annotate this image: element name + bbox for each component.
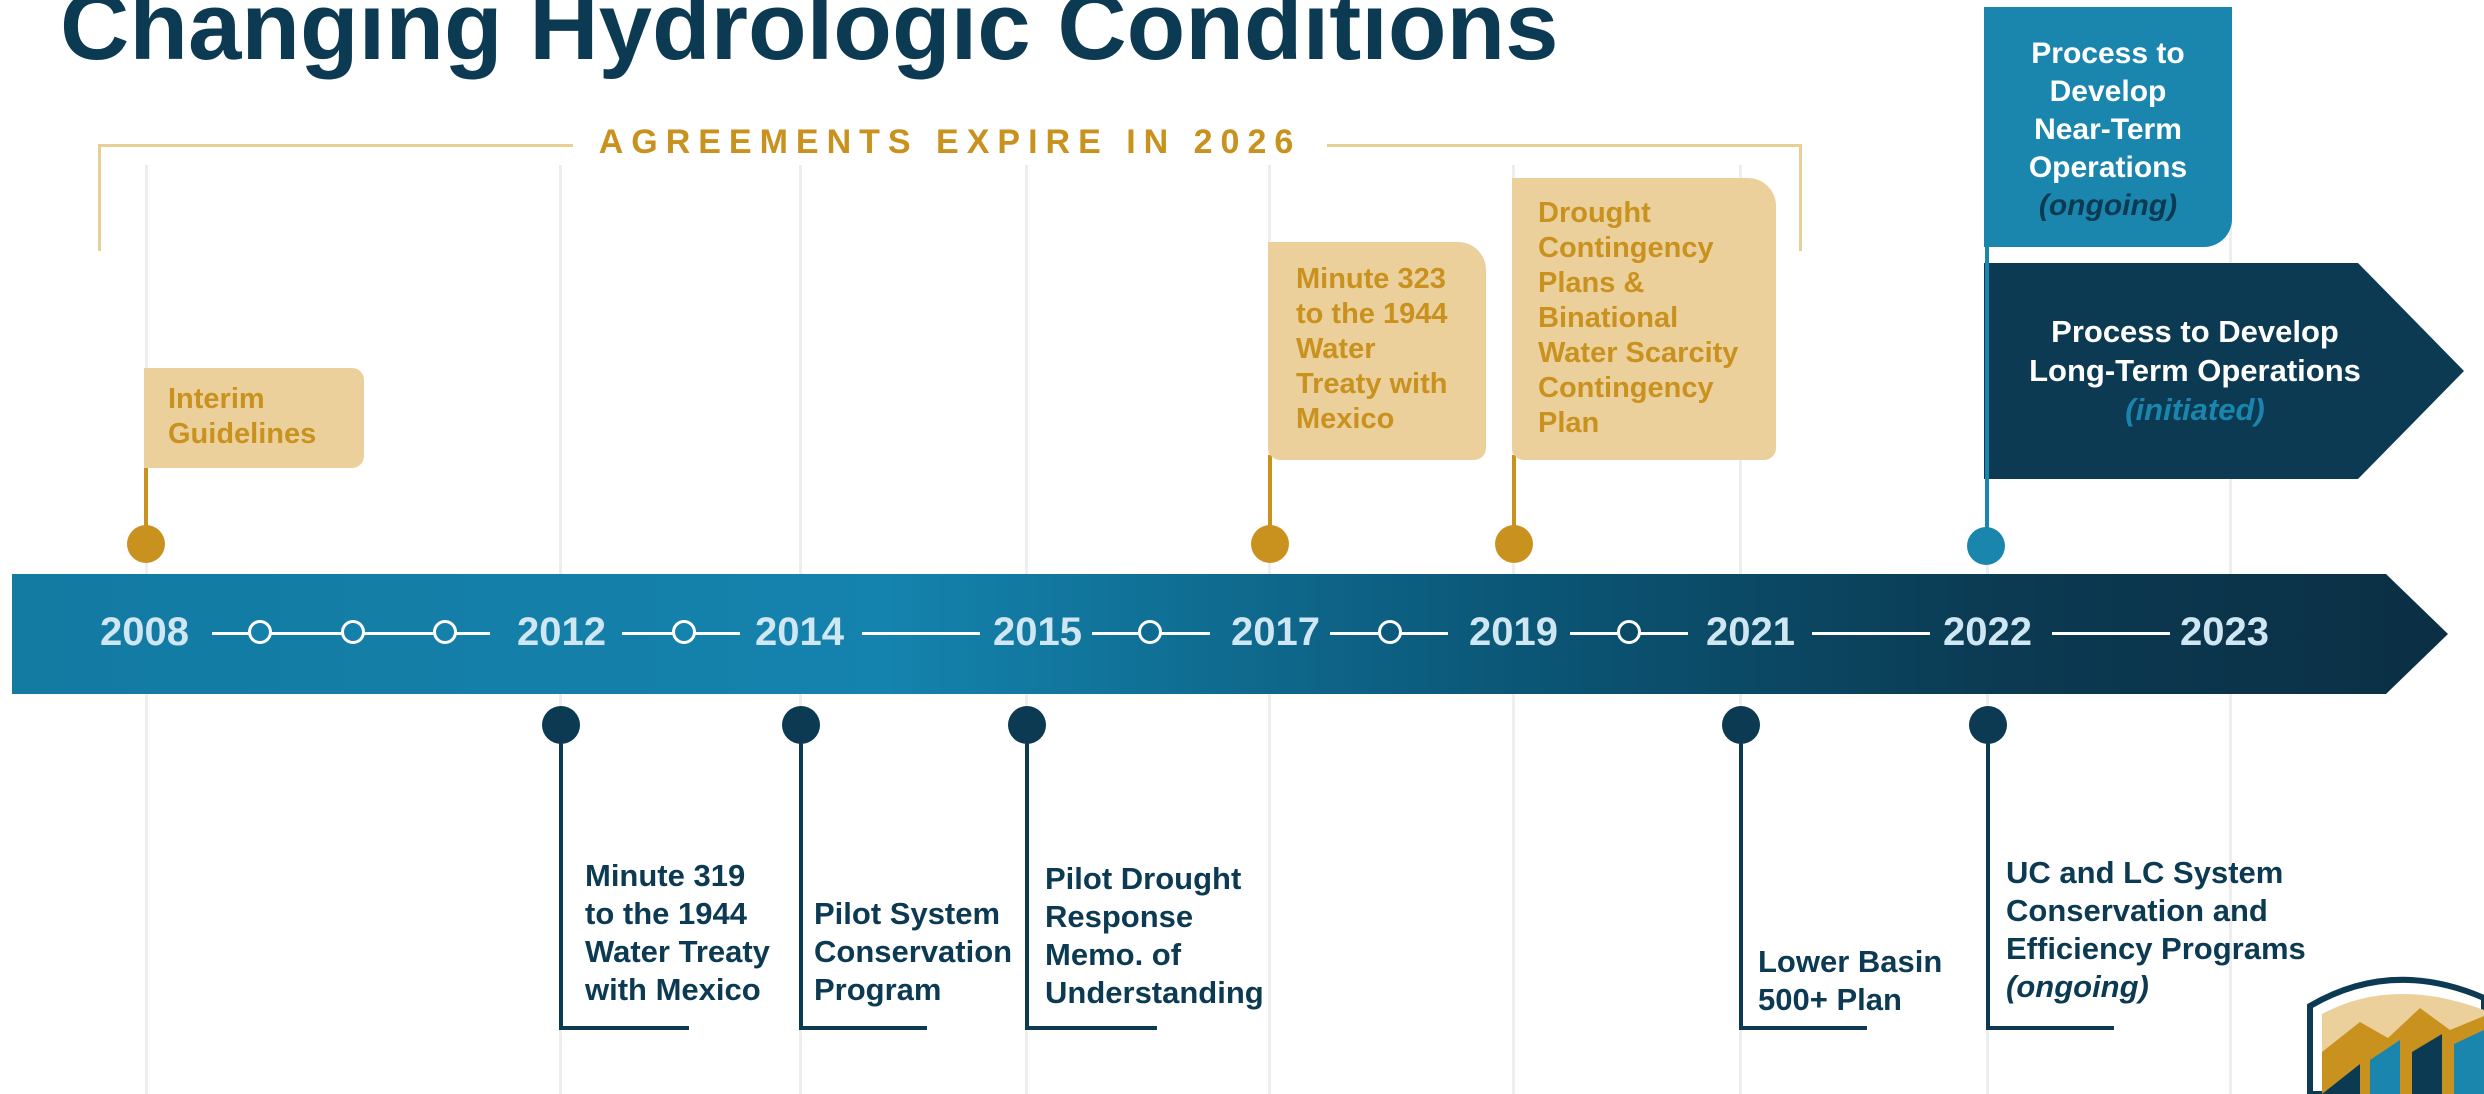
event-stem [1512,455,1516,540]
year-label: 2017 [1231,610,1320,654]
event-marker [1967,527,2005,565]
intermediate-year-marker [1378,620,1402,644]
intermediate-year-marker [341,620,365,644]
event-marker [1722,706,1760,744]
event-stem [1268,455,1272,540]
event-connector [1986,740,2114,1030]
event-interim-guidelines: Interim Guidelines [144,368,364,468]
event-drought-contingency: Drought Contingency Plans & Binational W… [1512,178,1776,460]
event-lower-basin-500-plan: Lower Basin 500+ Plan [1758,944,1943,1017]
event-minute-319: Minute 319 to the 1944 Water Treaty with… [585,858,770,1007]
event-stem [1985,240,1989,540]
event-marker [1251,525,1289,563]
page-title: Changing Hydrologic Conditions [60,0,1559,80]
year-connector [862,632,980,635]
intermediate-year-marker [1617,620,1641,644]
event-marker [127,525,165,563]
year-label: 2015 [993,610,1082,654]
year-label: 2022 [1943,610,2032,654]
event-connector [559,740,689,1030]
event-stem [144,440,148,540]
bracket-label: AGREEMENTS EXPIRE IN 2026 [572,123,1328,161]
event-pilot-system-conservation: Pilot System Conservation Program [814,896,1013,1007]
year-connector [1812,632,1930,635]
year-connector [2052,632,2170,635]
event-connector [1739,740,1867,1030]
event-marker [1495,525,1533,563]
year-label: 2023 [2180,610,2269,654]
event-connector [1025,740,1157,1030]
intermediate-year-marker [1138,620,1162,644]
intermediate-year-marker [433,620,457,644]
year-label: 2021 [1706,610,1795,654]
event-connector [799,740,927,1030]
intermediate-year-marker [672,620,696,644]
event-near-term-operations: Process to Develop Near-Term Operations … [1984,7,2232,247]
event-pilot-drought-response: Pilot Drought Response Memo. of Understa… [1045,861,1264,1010]
event-long-term-operations: Process to Develop Long-Term Operations … [2029,314,2361,427]
year-label: 2012 [517,610,606,654]
event-minute-323: Minute 323 to the 1944 Water Treaty with… [1268,242,1486,460]
agreements-bracket: AGREEMENTS EXPIRE IN 2026 [98,123,1802,251]
event-marker [1008,706,1046,744]
intermediate-year-marker [248,620,272,644]
agency-logo-icon [2307,976,2484,1094]
year-label: 2014 [755,610,844,654]
event-marker [542,706,580,744]
event-marker [782,706,820,744]
year-label: 2019 [1469,610,1558,654]
event-uc-lc-system-conservation: UC and LC System Conservation and Effici… [2006,855,2306,1004]
event-marker [1969,706,2007,744]
year-label: 2008 [100,610,189,654]
